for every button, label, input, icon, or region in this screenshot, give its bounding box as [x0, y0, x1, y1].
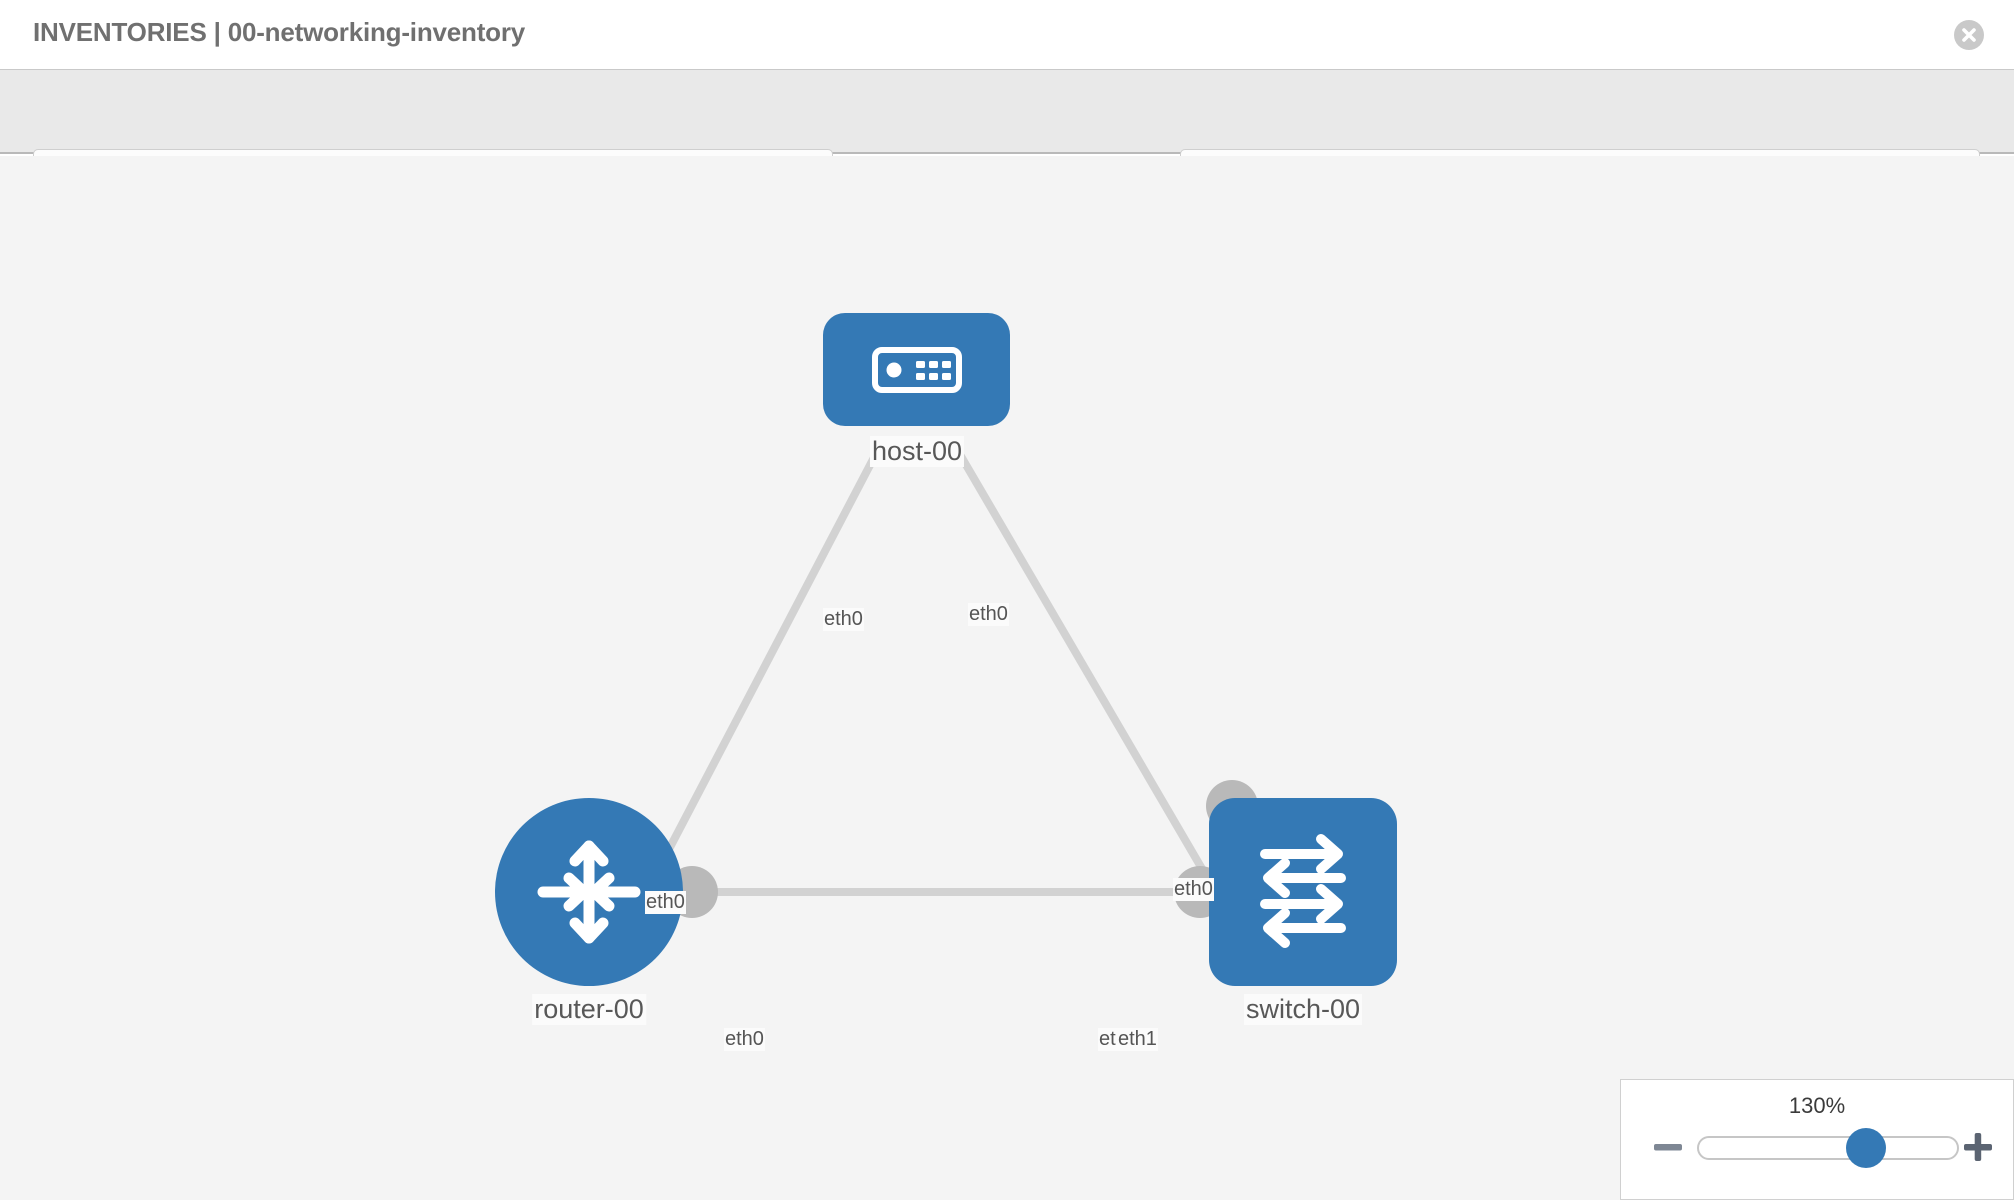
zoom-control-panel: 130% — [1620, 1079, 2014, 1200]
iface-label-switch-uplink: eth0 — [1173, 878, 1214, 901]
node-router-00[interactable] — [495, 798, 683, 986]
node-switch-00[interactable] — [1209, 798, 1397, 986]
topology-graph — [651, 348, 1258, 918]
link-host-switch — [951, 443, 1219, 894]
server-icon — [871, 346, 962, 393]
iface-label-router-uplink: eth0 — [645, 891, 686, 914]
close-icon[interactable] — [1954, 20, 1984, 50]
topology-canvas[interactable]: host-00 router-00 — [0, 156, 2014, 1200]
page-header: INVENTORIES | 00-networking-inventory — [0, 0, 2014, 69]
topology-links — [651, 443, 1219, 896]
close-circle-glyph — [1954, 20, 1984, 50]
zoom-in-button[interactable] — [1961, 1130, 1995, 1164]
plus-icon — [1964, 1133, 1992, 1161]
node-label-host-00: host-00 — [869, 436, 965, 467]
page-title: INVENTORIES | 00-networking-inventory — [33, 17, 526, 47]
zoom-out-button[interactable] — [1651, 1130, 1685, 1164]
minus-icon — [1654, 1144, 1682, 1151]
node-label-router-00: router-00 — [532, 994, 646, 1025]
node-host-00[interactable] — [823, 313, 1010, 426]
node-label-switch-00: switch-00 — [1243, 994, 1363, 1025]
iface-label-router-eth0: eth0 — [724, 1028, 765, 1051]
router-arrows-icon — [537, 840, 641, 944]
link-host-router — [651, 444, 884, 878]
switch-arrows-icon — [1260, 834, 1346, 948]
zoom-slider-track[interactable] — [1697, 1136, 1959, 1160]
iface-label-switch-eth1: eth1 — [1117, 1028, 1158, 1051]
iface-label-host-left: eth0 — [823, 608, 864, 631]
toolbar: ACTIONS SEARCH — [0, 69, 2014, 204]
zoom-slider-thumb[interactable] — [1846, 1128, 1886, 1168]
zoom-level-value: 130% — [1788, 1093, 1846, 1118]
topology-connectors — [666, 348, 1258, 918]
iface-label-host-right: eth0 — [968, 603, 1009, 626]
